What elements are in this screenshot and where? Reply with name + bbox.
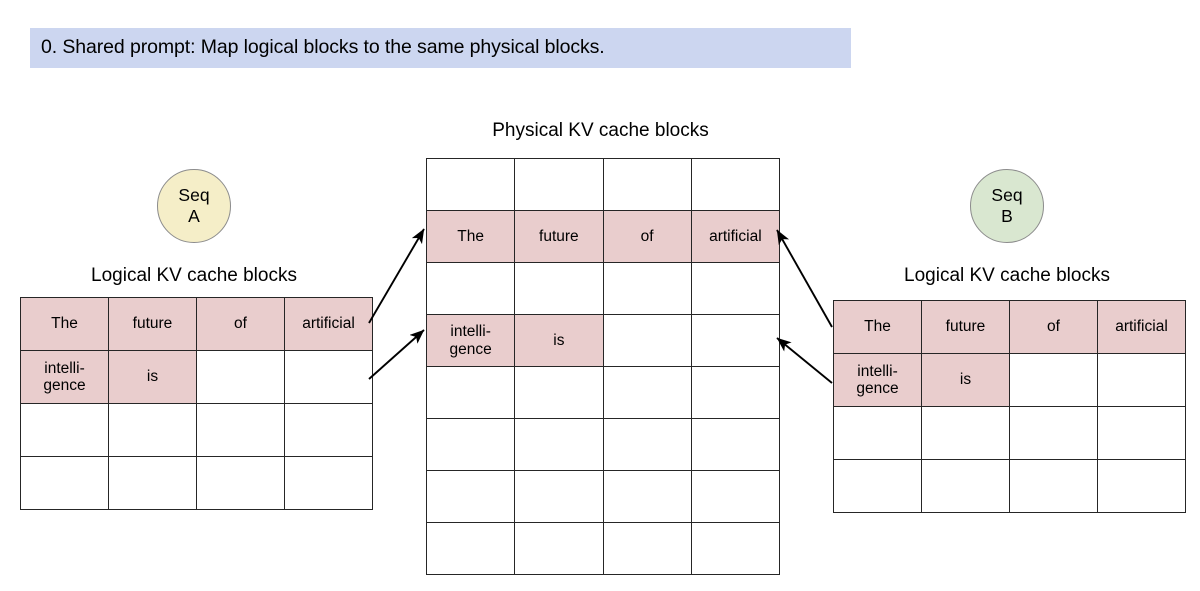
- kv-block-cell-filled: The: [20, 297, 109, 351]
- kv-block-cell-empty: [602, 314, 692, 367]
- arrow-a-row1-to-physical-row2: [368, 228, 425, 324]
- kv-block-cell-filled: artificial: [690, 210, 781, 263]
- kv-block-cell-empty: [602, 158, 692, 211]
- kv-block-cell-filled: of: [1009, 300, 1098, 354]
- table-row: [425, 470, 781, 523]
- table-row: [425, 262, 781, 315]
- table-row: [20, 456, 373, 510]
- kv-block-cell-empty: [690, 366, 781, 419]
- arrow-b-row1-to-physical-row2: [776, 229, 833, 328]
- kv-block-cell-filled: is: [108, 350, 197, 404]
- kv-block-cell-empty: [425, 522, 516, 575]
- kv-block-cell-empty: [690, 158, 781, 211]
- kv-block-cell-filled: of: [602, 210, 692, 263]
- kv-block-cell-filled: is: [921, 353, 1010, 407]
- kv-block-cell-empty: [1009, 406, 1098, 460]
- kv-block-cell-empty: [284, 350, 373, 404]
- arrow-b-row2-to-physical-row4: [776, 337, 833, 384]
- kv-block-cell-filled: future: [921, 300, 1010, 354]
- kv-block-cell-filled: intelli-gence: [20, 350, 109, 404]
- table-row: [425, 418, 781, 471]
- kv-block-cell-empty: [514, 366, 604, 419]
- kv-block-cell-empty: [425, 262, 516, 315]
- kv-block-cell-empty: [514, 470, 604, 523]
- kv-block-cell-empty: [602, 418, 692, 471]
- kv-block-cell-empty: [514, 418, 604, 471]
- seq-a-badge: Seq A: [157, 169, 231, 243]
- kv-block-cell-empty: [602, 522, 692, 575]
- kv-block-cell-empty: [20, 403, 109, 457]
- physical-table-title: Physical KV cache blocks: [492, 120, 709, 141]
- kv-block-cell-empty: [196, 350, 285, 404]
- kv-block-cell-empty: [196, 456, 285, 510]
- seq-a-label-line2: A: [188, 206, 200, 226]
- kv-block-cell-filled: future: [514, 210, 604, 263]
- kv-block-cell-empty: [833, 459, 922, 513]
- kv-block-cell-empty: [284, 456, 373, 510]
- kv-block-cell-empty: [196, 403, 285, 457]
- kv-block-cell-filled: artificial: [284, 297, 373, 351]
- kv-block-cell-filled: The: [833, 300, 922, 354]
- kv-block-cell-empty: [1097, 406, 1186, 460]
- kv-block-cell-empty: [425, 366, 516, 419]
- table-row: [425, 366, 781, 419]
- kv-block-cell-empty: [425, 158, 516, 211]
- seq-b-label-line2: B: [1001, 206, 1013, 226]
- seq-b-label-line1: Seq: [991, 185, 1023, 206]
- kv-block-cell-empty: [108, 403, 197, 457]
- table-row: [20, 403, 373, 457]
- kv-block-cell-empty: [921, 406, 1010, 460]
- kv-block-cell-filled: artificial: [1097, 300, 1186, 354]
- seq-a-label-line1: Seq: [178, 185, 210, 206]
- logical-b-table-title: Logical KV cache blocks: [904, 265, 1110, 286]
- kv-block-cell-filled: of: [196, 297, 285, 351]
- logical-a-table-title: Logical KV cache blocks: [91, 265, 297, 286]
- table-row: [425, 158, 781, 211]
- kv-block-cell-empty: [690, 470, 781, 523]
- kv-block-cell-empty: [690, 262, 781, 315]
- kv-block-cell-empty: [690, 522, 781, 575]
- kv-block-cell-empty: [602, 470, 692, 523]
- kv-block-cell-empty: [425, 470, 516, 523]
- kv-block-cell-empty: [921, 459, 1010, 513]
- kv-block-cell-empty: [20, 456, 109, 510]
- header-banner-text: 0. Shared prompt: Map logical blocks to …: [41, 36, 605, 59]
- kv-block-cell-empty: [1097, 353, 1186, 407]
- kv-block-cell-empty: [514, 522, 604, 575]
- kv-block-cell-filled: is: [514, 314, 604, 367]
- kv-block-cell-empty: [514, 262, 604, 315]
- kv-block-cell-empty: [833, 406, 922, 460]
- kv-block-cell-empty: [108, 456, 197, 510]
- seq-b-badge: Seq B: [970, 169, 1044, 243]
- kv-block-cell-empty: [514, 158, 604, 211]
- kv-block-cell-empty: [425, 418, 516, 471]
- table-row: [425, 522, 781, 575]
- kv-block-cell-empty: [690, 314, 781, 367]
- kv-block-cell-empty: [284, 403, 373, 457]
- kv-block-cell-filled: future: [108, 297, 197, 351]
- kv-block-cell-empty: [1009, 459, 1098, 513]
- header-banner: 0. Shared prompt: Map logical blocks to …: [30, 28, 851, 68]
- kv-block-cell-filled: intelli-gence: [425, 314, 516, 367]
- kv-block-cell-empty: [602, 366, 692, 419]
- arrow-a-row2-to-physical-row4: [368, 329, 425, 380]
- kv-block-cell-filled: intelli-gence: [833, 353, 922, 407]
- table-row: [833, 459, 1186, 513]
- kv-block-cell-filled: The: [425, 210, 516, 263]
- kv-block-cell-empty: [1009, 353, 1098, 407]
- kv-block-cell-empty: [1097, 459, 1186, 513]
- table-row: [833, 406, 1186, 460]
- kv-block-cell-empty: [690, 418, 781, 471]
- kv-block-cell-empty: [602, 262, 692, 315]
